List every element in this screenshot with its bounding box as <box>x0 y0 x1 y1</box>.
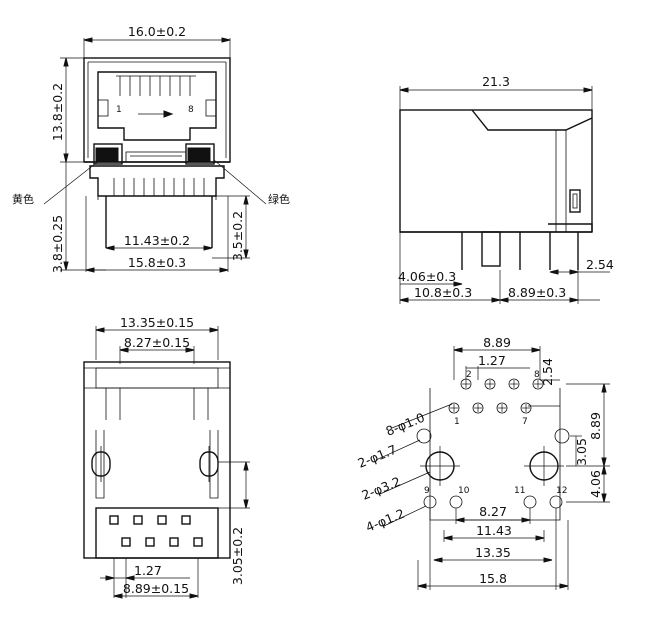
dim-height-305: 3.05±0.2 <box>230 527 245 585</box>
fp-pin-2: 2 <box>466 370 472 380</box>
dim-108: 10.8±0.3 <box>414 285 472 300</box>
dim-width-827: 8.27±0.15 <box>124 335 190 350</box>
dim-width-top: 16.0±0.2 <box>128 24 186 39</box>
led-yellow <box>93 143 123 165</box>
fp-dim-889-top: 8.89 <box>483 335 511 350</box>
fp-pin-12: 12 <box>556 486 567 496</box>
dim-length: 21.3 <box>482 74 510 89</box>
dim-pitch-127: 1.27 <box>134 563 162 578</box>
side-view: 21.3 4.06±0.3 2.54 10.8±0.3 8. <box>398 74 614 304</box>
contact-springs <box>116 75 196 96</box>
fp-pin-1: 1 <box>454 417 460 427</box>
dim-post-inner-span: 11.43±0.2 <box>124 233 190 248</box>
fp-pin-7: 7 <box>522 417 528 427</box>
dim-254: 2.54 <box>586 257 614 272</box>
pcb-footprint: 8.89 1.27 2.54 <box>356 335 610 590</box>
dim-height-body: 13.8±0.2 <box>50 83 65 141</box>
dim-post-outer-span: 15.8±0.3 <box>128 255 186 270</box>
dim-889: 8.89±0.3 <box>508 285 566 300</box>
rear-view: 13.35±0.15 8.27±0.15 <box>83 315 250 599</box>
fp-label-2holes-32: 2-φ3.2 <box>360 474 403 503</box>
latch-window <box>569 189 581 213</box>
fp-pin-8: 8 <box>534 370 540 380</box>
fp-dim-1335: 13.35 <box>475 545 511 560</box>
direction-arrow-icon <box>163 110 174 118</box>
fp-dim-254: 2.54 <box>540 358 555 386</box>
dim-span-889: 8.89±0.15 <box>123 581 189 596</box>
fp-label-8holes: 8-φ1.0 <box>384 410 427 439</box>
signal-holes <box>448 378 544 414</box>
led-hole-right <box>554 428 570 444</box>
led-hole-left <box>416 428 432 444</box>
pin8-label: 8 <box>188 105 194 115</box>
fp-dim-827: 8.27 <box>479 504 507 519</box>
fp-label-2holes-17: 2-φ1.7 <box>356 442 399 471</box>
fp-pin-10: 10 <box>458 486 470 496</box>
pin1-label: 1 <box>116 105 122 115</box>
fp-pin-9: 9 <box>424 486 430 496</box>
fp-dim-406: 4.06 <box>588 470 603 498</box>
fp-dim-889-right: 8.89 <box>588 412 603 440</box>
led-green-label: 绿色 <box>268 192 290 206</box>
front-view: 16.0±0.2 1 8 <box>12 24 290 273</box>
fp-dim-127: 1.27 <box>478 353 506 368</box>
fp-pin-11: 11 <box>514 486 525 496</box>
dim-pin-height: 3.8±0.25 <box>50 215 65 273</box>
dim-post-height: 3.5±0.2 <box>230 211 245 261</box>
dim-width-1335: 13.35±0.15 <box>120 315 194 330</box>
led-yellow-label: 黄色 <box>12 192 34 206</box>
front-pins <box>113 178 205 196</box>
fp-dim-1143: 11.43 <box>476 523 512 538</box>
fp-dim-158: 15.8 <box>479 571 507 586</box>
dim-406: 4.06±0.3 <box>398 269 456 284</box>
fp-dim-305: 3.05 <box>574 438 589 466</box>
fp-label-4holes: 4-φ1.2 <box>364 506 407 535</box>
rear-pin-grid <box>109 515 203 547</box>
